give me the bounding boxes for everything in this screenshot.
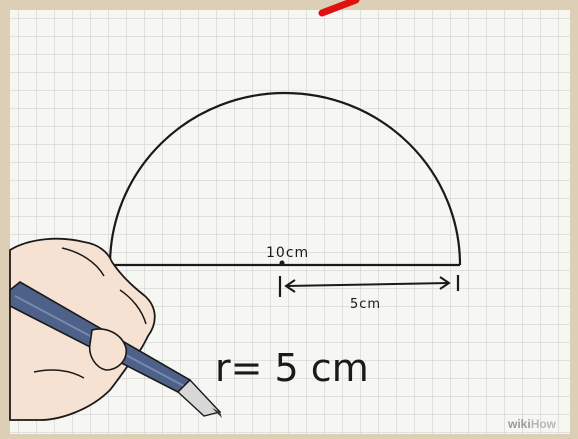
- radius-label: 5cm: [350, 297, 381, 312]
- radius-equation: r= 5 cm: [215, 346, 369, 390]
- radius-arrow-line: [285, 282, 450, 287]
- diameter-label: 10cm: [266, 245, 309, 261]
- radius-arrowhead-right: [439, 276, 451, 290]
- semicircle-arc: [108, 91, 462, 266]
- finger-line: [61, 247, 105, 277]
- hand-with-pencil: [9, 237, 222, 421]
- finger-line: [33, 369, 85, 379]
- pencil-lead: [212, 408, 222, 418]
- finger-line: [119, 289, 147, 325]
- watermark: wikiHow: [507, 417, 557, 431]
- red-marker-stroke: [318, 0, 360, 17]
- thumb-shape: [88, 328, 128, 371]
- radius-measurement: [278, 275, 460, 297]
- graph-paper: [10, 10, 570, 434]
- center-point: [279, 260, 285, 266]
- radius-arrowhead-left: [284, 279, 296, 293]
